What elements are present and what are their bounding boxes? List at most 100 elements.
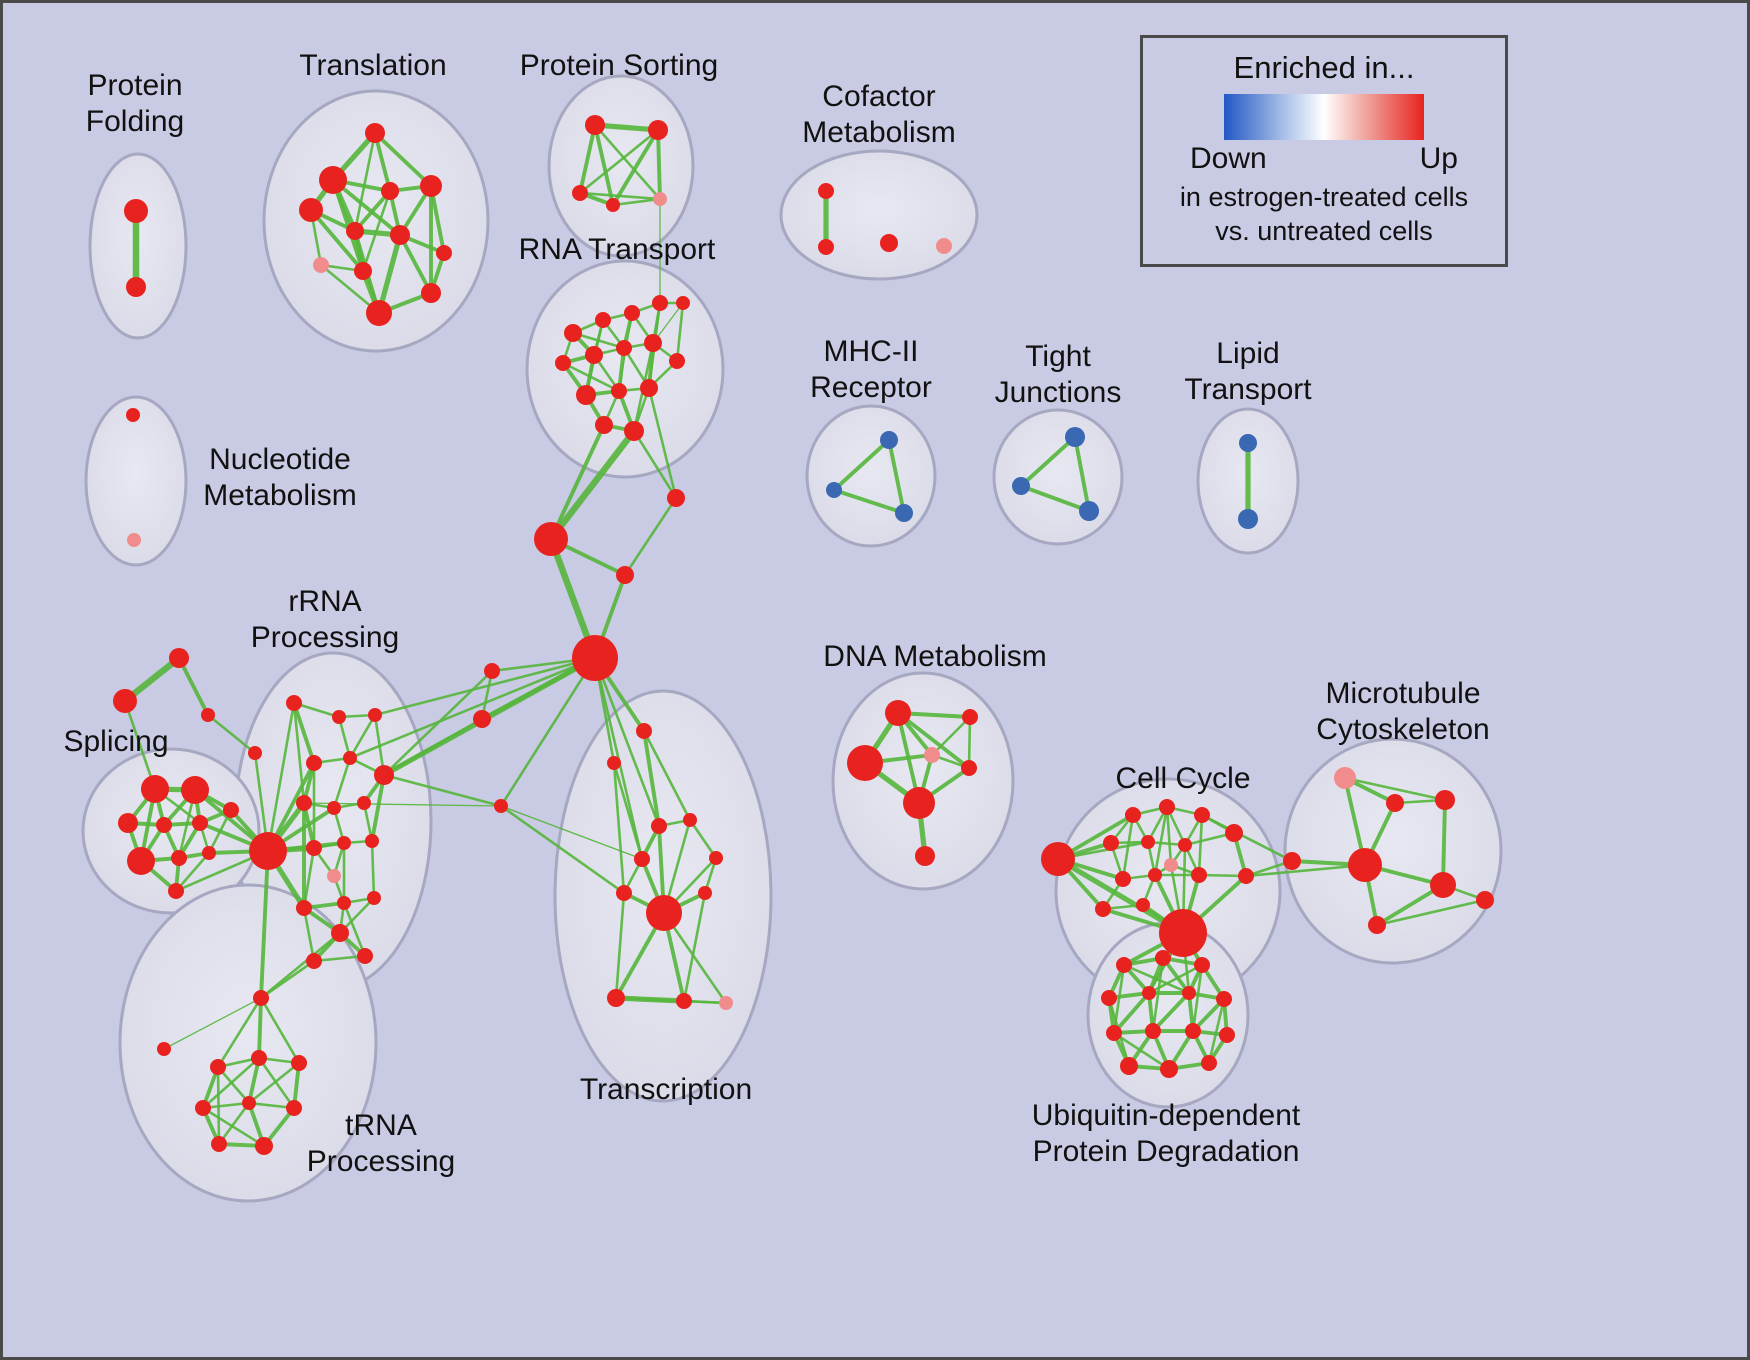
- edge: [373, 131, 433, 188]
- node: [1095, 901, 1111, 917]
- edge: [1244, 863, 1367, 878]
- node: [368, 708, 382, 722]
- edge: [688, 818, 718, 860]
- node: [436, 245, 452, 261]
- node: [885, 700, 911, 726]
- node: [201, 708, 215, 722]
- edge: [1441, 798, 1447, 887]
- edge: [1019, 484, 1091, 513]
- node: [1194, 957, 1210, 973]
- node: [585, 346, 603, 364]
- node: [484, 663, 500, 679]
- node: [1191, 867, 1207, 883]
- node: [343, 751, 357, 765]
- node: [880, 234, 898, 252]
- edge: [578, 191, 662, 201]
- node: [667, 489, 685, 507]
- edge: [611, 197, 662, 207]
- edge: [309, 208, 365, 273]
- cluster-ellipse-cofactor-metabolism: [779, 149, 979, 281]
- node: [534, 522, 568, 556]
- node: [211, 1136, 227, 1152]
- node: [1164, 858, 1178, 872]
- edge: [217, 1101, 251, 1146]
- node: [895, 504, 913, 522]
- edge: [123, 699, 157, 791]
- edge: [370, 839, 376, 900]
- edge: [662, 911, 728, 1005]
- node: [676, 296, 690, 310]
- cluster-label-rna-transport: RNA Transport: [519, 233, 716, 266]
- node: [1125, 807, 1141, 823]
- edge: [257, 996, 263, 1060]
- node: [210, 1059, 226, 1075]
- node: [1430, 872, 1456, 898]
- cluster-label-protein-sorting: Protein Sorting: [520, 49, 718, 82]
- node: [306, 755, 322, 771]
- legend-down-label: Down: [1190, 142, 1267, 175]
- node: [1160, 1060, 1178, 1078]
- node: [1079, 501, 1099, 521]
- node: [636, 723, 652, 739]
- cluster-label-translation: Translation: [299, 49, 446, 82]
- node: [709, 851, 723, 865]
- node: [1116, 957, 1132, 973]
- edge: [1121, 813, 1135, 881]
- edge: [174, 851, 211, 893]
- node: [611, 383, 627, 399]
- node: [653, 192, 667, 206]
- node: [1216, 991, 1232, 1007]
- node: [1041, 842, 1075, 876]
- node: [346, 222, 364, 240]
- edge: [382, 773, 503, 808]
- edge: [499, 804, 626, 895]
- edge: [1207, 997, 1226, 1065]
- cluster-ellipse-tight-junctions: [992, 408, 1124, 546]
- node: [1178, 838, 1192, 852]
- node: [473, 710, 491, 728]
- node: [847, 745, 883, 781]
- node: [607, 989, 625, 1007]
- node: [962, 709, 978, 725]
- node: [616, 885, 632, 901]
- node: [127, 533, 141, 547]
- node: [1106, 1025, 1122, 1041]
- edge: [257, 1056, 296, 1110]
- node: [585, 115, 605, 135]
- edge: [163, 997, 262, 1050]
- node: [1103, 835, 1119, 851]
- node: [255, 1137, 273, 1155]
- edge: [370, 773, 386, 843]
- node: [936, 238, 952, 254]
- node: [127, 847, 155, 875]
- edge: [1019, 435, 1077, 488]
- node: [818, 239, 834, 255]
- edge: [373, 656, 597, 717]
- node: [669, 353, 685, 369]
- node: [374, 765, 394, 785]
- node: [421, 283, 441, 303]
- node: [924, 747, 940, 763]
- edge: [612, 761, 644, 861]
- node: [296, 900, 312, 916]
- edge: [623, 496, 678, 577]
- node: [296, 795, 312, 811]
- node: [1225, 824, 1243, 842]
- edge: [1073, 435, 1091, 513]
- edge: [578, 123, 597, 195]
- node: [640, 379, 658, 397]
- edge: [1375, 898, 1487, 927]
- node: [1012, 477, 1030, 495]
- edge: [398, 233, 433, 295]
- node: [420, 175, 442, 197]
- edge: [332, 756, 352, 810]
- node: [676, 993, 692, 1009]
- node: [126, 408, 140, 422]
- edge: [1343, 776, 1447, 802]
- node: [595, 416, 613, 434]
- node: [1120, 1057, 1138, 1075]
